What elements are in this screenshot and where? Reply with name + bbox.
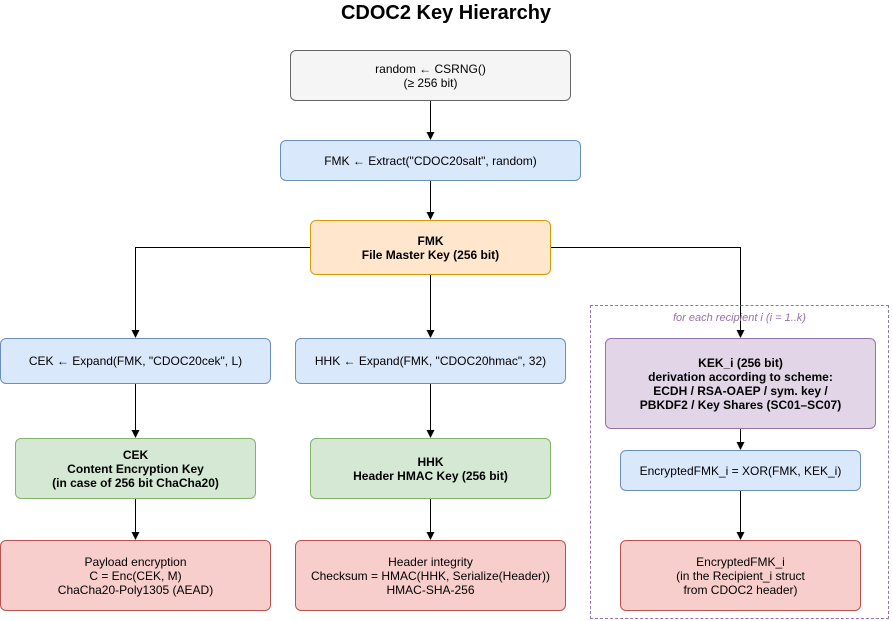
payload-line-2: C = Enc(CEK, M) (89, 568, 182, 583)
kek-line-4: PBKDF2 / Key Shares (SC01–SC07) (639, 397, 842, 412)
kek-line-3: ECDH / RSA-OAEP / sym. key / (653, 383, 828, 398)
encrypted-fmk-xor-node: EncryptedFMK_i = XOR(FMK, KEK_i) (620, 450, 861, 491)
kek-line-2: derivation according to scheme: (648, 369, 833, 384)
hhk-expand-line-1: HHK ← Expand(FMK, "CDOC20hmac", 32) (314, 354, 547, 368)
header-line-2: Checksum = HMAC(HHK, Serialize(Header)) (310, 568, 551, 583)
cek-line-2: Content Encryption Key (67, 461, 204, 476)
fmk-extract-line-1: FMK ← Extract("CDOC20salt", random) (324, 153, 537, 168)
edge-fmk-to-cek-expand (131, 247, 310, 338)
recipient-group-label: for each recipient i (i = 1..k) (673, 312, 806, 324)
cek-line-1: CEK (122, 447, 149, 462)
random-line-2: (≥ 256 bit) (403, 75, 458, 90)
encfmk-line-1: EncryptedFMK_i (696, 554, 785, 569)
fmk-extract-node: FMK ← Extract("CDOC20salt", random) (280, 140, 581, 181)
encrypted-fmk-node: EncryptedFMK_i(in the Recipient_i struct… (620, 540, 861, 611)
header-line-1: Header integrity (388, 554, 473, 569)
hhk-line-2: Header HMAC Key (256 bit) (353, 468, 508, 483)
cek-expand-line-1: CEK ← Expand(FMK, "CDOC20cek", L) (28, 354, 243, 368)
encfmk-line-2: (in the Recipient_i struct (676, 568, 805, 583)
payload-line-1: Payload encryption (84, 554, 187, 569)
encfmk-line-3: from CDOC2 header) (683, 582, 798, 597)
random-node: random ← CSRNG()(≥ 256 bit) (290, 50, 571, 101)
edge-fmk-to-kek (551, 247, 745, 338)
hhk-line-1: HHK (417, 454, 444, 469)
encfmk-xor-line-1: EncryptedFMK_i = XOR(FMK, KEK_i) (639, 463, 842, 478)
payload-line-3: ChaCha20-Poly1305 (AEAD) (57, 582, 214, 597)
header-line-3: HMAC-SHA-256 (386, 582, 475, 597)
recipient-group (590, 305, 889, 619)
kek-line-1: KEK_i (256 bit) (698, 355, 783, 370)
fmk-line-2: File Master Key (256 bit) (361, 247, 500, 262)
cek-expand-node: CEK ← Expand(FMK, "CDOC20cek", L) (0, 338, 271, 384)
hhk-expand-node: HHK ← Expand(FMK, "CDOC20hmac", 32) (295, 338, 566, 384)
random-line-1: random ← CSRNG() (375, 61, 486, 76)
diagram-title: CDOC2 Key Hierarchy (340, 2, 552, 24)
cek-line-3: (in case of 256 bit ChaCha20) (52, 475, 219, 490)
fmk-line-1: FMK (417, 233, 444, 248)
kek-node: KEK_i (256 bit)derivation according to s… (605, 338, 876, 429)
